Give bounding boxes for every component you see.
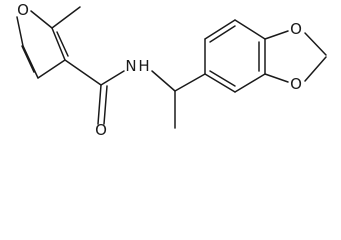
bond-c2-c3-inner [56, 31, 69, 57]
bond-ar-5 [234, 73, 266, 93]
bond-ar-2 [204, 19, 236, 40]
bond-ar-3 [234, 19, 266, 40]
bond-ar-6-inner [209, 70, 236, 87]
bond-n-ch [151, 70, 176, 92]
bond-carbonyl-c-n [100, 70, 125, 86]
bond-o1-c2 [30, 10, 53, 29]
dioxole-upper-oxygen-label: O [290, 20, 302, 38]
bond-ar-2-inner [209, 25, 236, 43]
bond-o-ch2-lower [304, 56, 327, 82]
dioxole-ring [264, 30, 327, 83]
bond-ch-aryl [174, 73, 206, 92]
bond-methyl-furan [51, 6, 81, 29]
amide-nitrogen-label: N [125, 57, 136, 75]
bond-o-ch2-upper [304, 32, 327, 56]
amide-group [64, 59, 176, 125]
bond-c3-carbonyl-c [64, 59, 102, 86]
bond-c3-c4 [37, 59, 66, 79]
furan-ring [16, 10, 69, 79]
dioxole-lower-oxygen-label: O [290, 75, 302, 93]
bond-ar-6 [204, 73, 236, 93]
benzene-ring [204, 19, 266, 93]
carbonyl-oxygen-label: O [95, 121, 107, 139]
bond-carbonyl-double-b [103, 85, 108, 125]
bond-c2-c3 [51, 27, 66, 61]
furan-oxygen-label: O [17, 1, 29, 19]
molecule-structure: O N H O O O [16, 1, 327, 139]
bond-c5-o1 [16, 16, 24, 47]
amide-hydrogen-label: H [138, 57, 149, 75]
bond-ar-o-upper [264, 30, 289, 40]
bond-carbonyl-double-a [97, 84, 102, 125]
bond-c4-c5-inner [21, 45, 35, 73]
bond-c4-c5 [22, 45, 39, 79]
bond-ar-o-lower [264, 73, 289, 83]
